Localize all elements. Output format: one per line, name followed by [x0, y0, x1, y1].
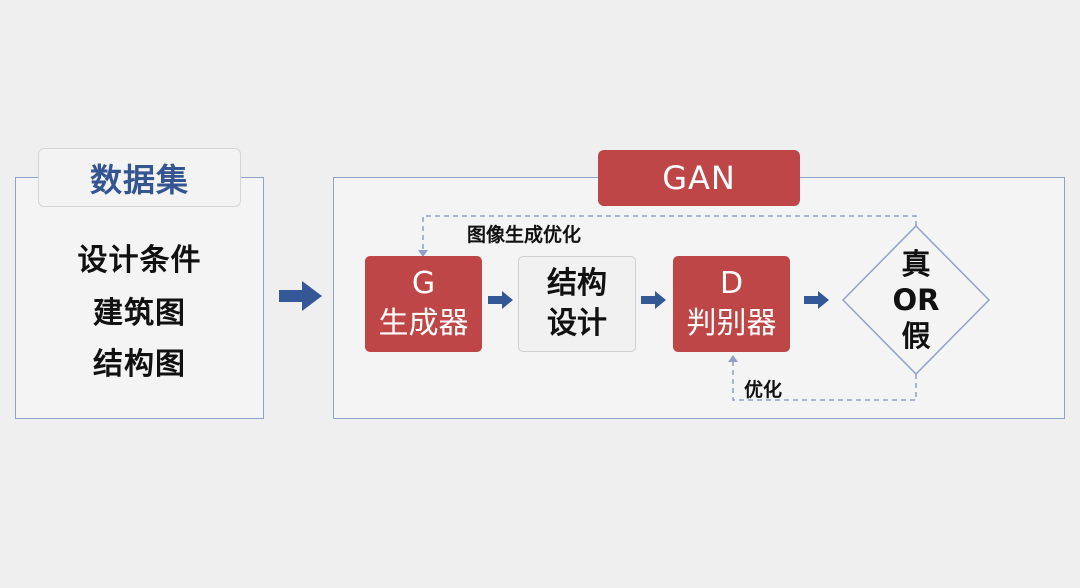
- generator-box: G 生成器: [365, 256, 482, 352]
- generator-letter: G: [411, 266, 436, 301]
- gan-title: GAN: [598, 150, 800, 206]
- feedback-bottom-arrowhead: [728, 355, 738, 362]
- discriminator-to-decision-arrow: [804, 291, 829, 309]
- structure-to-discriminator-arrow: [641, 291, 666, 309]
- dataset-to-gan-arrow: [279, 281, 322, 311]
- dataset-item-design-conditions: 设计条件: [77, 243, 202, 278]
- structure-line1: 结构: [547, 266, 607, 301]
- generator-label: 生成器: [378, 306, 469, 341]
- dataset-title: 数据集: [38, 148, 241, 207]
- dataset-item-architecture-drawing: 建筑图: [93, 296, 186, 331]
- discriminator-box: D 判别器: [673, 256, 790, 352]
- feedback-top-arrowhead: [418, 250, 428, 257]
- feedback-bottom-label: 优化: [744, 379, 783, 401]
- feedback-loop-bottom: [732, 360, 917, 401]
- dataset-item-structure-drawing: 结构图: [93, 347, 186, 382]
- decision-true: 真: [901, 247, 931, 281]
- structure-design-box: 结构 设计: [518, 256, 636, 352]
- feedback-loop-top: [422, 215, 917, 252]
- decision-text: 真 OR 假: [858, 244, 974, 356]
- discriminator-letter: D: [719, 266, 744, 301]
- structure-line2: 设计: [547, 306, 607, 341]
- generator-to-structure-arrow: [488, 291, 513, 309]
- discriminator-label: 判别器: [686, 306, 777, 341]
- decision-or: OR: [892, 283, 940, 317]
- dataset-panel: [15, 177, 264, 419]
- feedback-top-label: 图像生成优化: [467, 224, 582, 246]
- decision-false: 假: [901, 319, 931, 353]
